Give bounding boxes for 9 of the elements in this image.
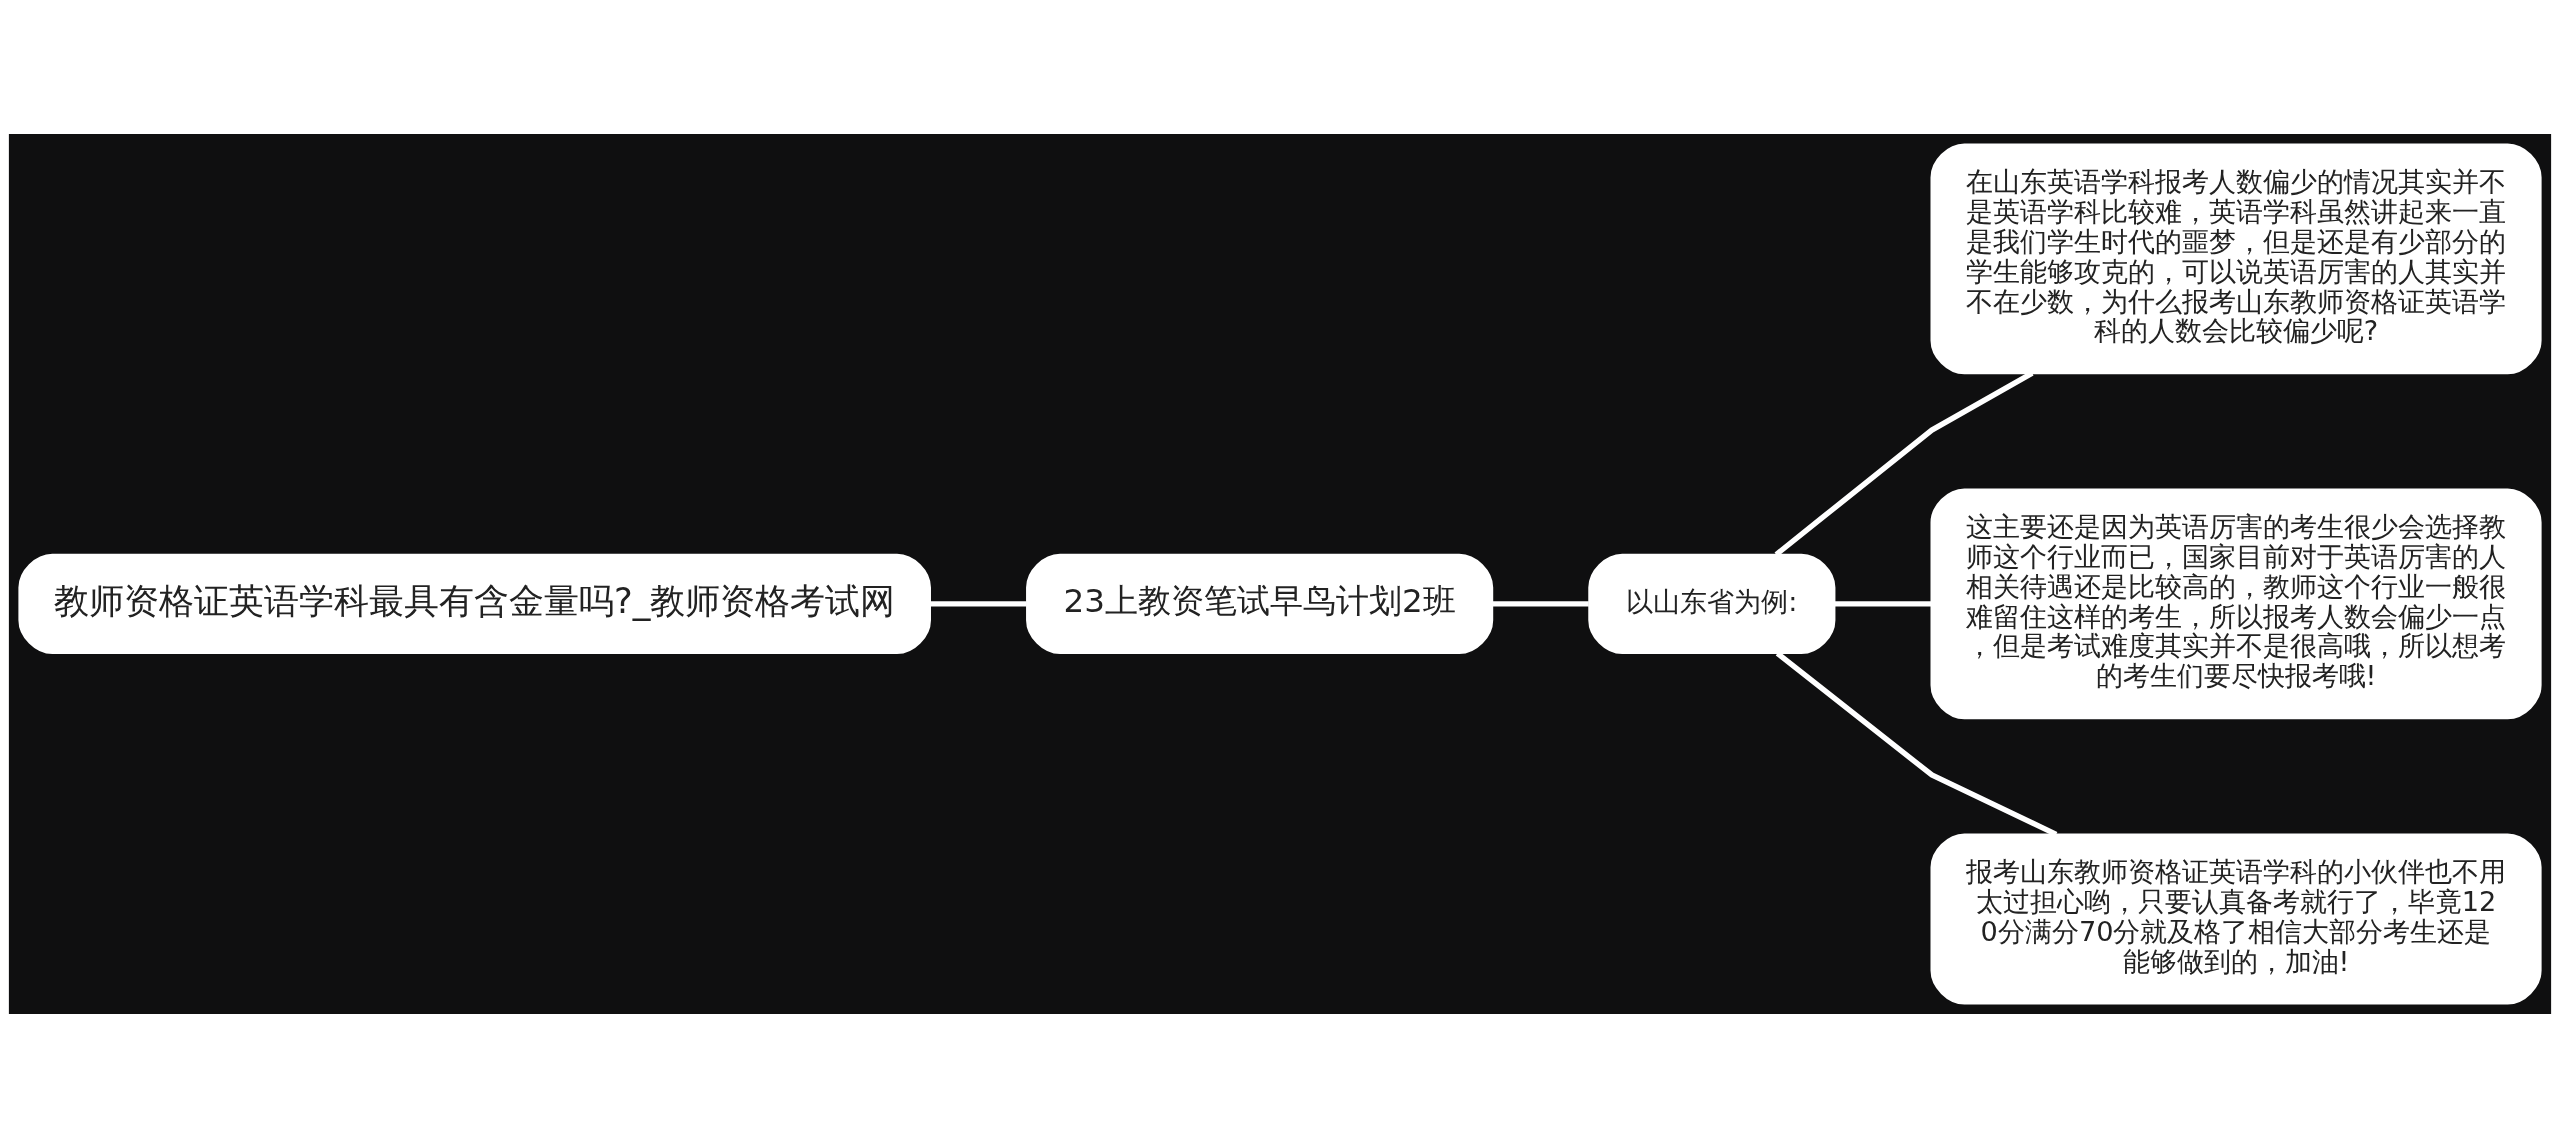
connector <box>1834 600 1932 607</box>
node-box: 报考山东教师资格证英语学科的小伙伴也不用太过担心哟，只要认真备考就行了，毕竟120分满分70分就及格了相信大部分考生还是能够做到的，加油! <box>1930 832 2542 1004</box>
connector <box>929 600 1027 607</box>
node-box: 23上教资笔试早鸟计划2班 <box>1026 553 1494 654</box>
node-box: 以山东省为例: <box>1588 553 1836 654</box>
node-box: 这主要还是因为英语厉害的考生很少会选择教师这个行业而已，国家目前对于英语厉害的人相关待遇还是比较高的，教师这个行业一般很难留住这样的考生，所以报考人数会偏少一点，但是考试难度其实并不是很高哦，所以想考的考生们要尽快报考哦! <box>1930 487 2542 719</box>
node-box: 在山东英语学科报考人数偏少的情况其实并不是英语学科比较难，英语学科虽然讲起来一直是我们学生时代的噩梦，但是还是有少部分的学生能够攻克的，可以说英语厉害的人其实并不在少数，为什么报考山东教师资格证英语学科的人数会比较偏少呢? <box>1930 143 2542 374</box>
connector <box>1492 600 1589 607</box>
node-box: 教师资格证英语学科最具有含金量吗?_教师资格考试网 <box>18 553 931 654</box>
